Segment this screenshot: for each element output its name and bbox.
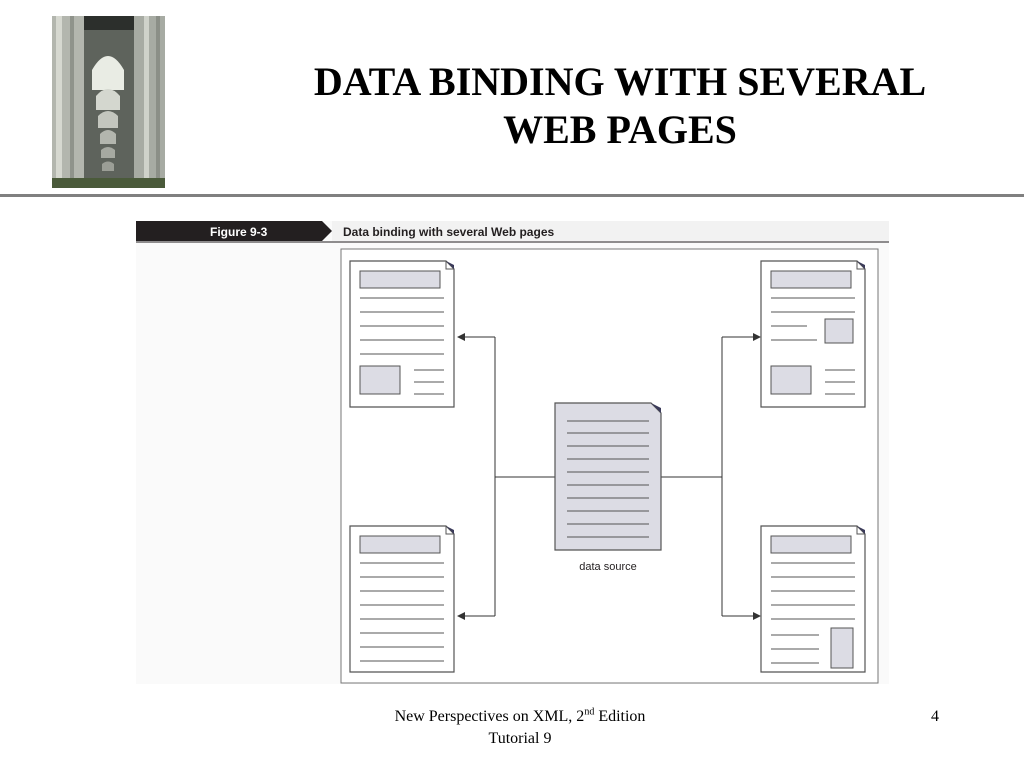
footer-line-1: New Perspectives on XML, 2nd Edition: [330, 706, 710, 728]
bridge-photo: [52, 16, 165, 188]
title-divider: [0, 194, 1024, 197]
slide-footer: New Perspectives on XML, 2nd Edition Tut…: [330, 706, 710, 750]
data-source-document: [554, 402, 662, 551]
footer-superscript: nd: [584, 706, 595, 718]
slide-title-line-2: WEB PAGES: [503, 107, 737, 152]
connector-lines: [457, 333, 761, 620]
web-page-top-right: [760, 260, 866, 408]
footer-book-title: New Perspectives on XML, 2: [394, 708, 585, 725]
footer-line-2: Tutorial 9: [488, 730, 552, 747]
figure-tag-banner: [136, 221, 332, 241]
footer-edition: Edition: [594, 708, 646, 725]
web-page-bottom-right: [760, 525, 866, 673]
data-source-label: data source: [579, 561, 636, 573]
web-page-top-left: [349, 260, 455, 408]
slide-title: DATA BINDING WITH SEVERAL WEB PAGES: [230, 58, 1010, 154]
page-number: 4: [931, 708, 939, 725]
slide-title-line-1: DATA BINDING WITH SEVERAL: [313, 59, 927, 104]
web-page-bottom-left: [349, 525, 455, 673]
figure-diagram: Figure 9-3 Data binding with several Web…: [136, 221, 889, 684]
figure-tag: Figure 9-3: [210, 225, 268, 239]
figure-caption: Data binding with several Web pages: [343, 225, 554, 239]
figure-caption-bar: [332, 221, 889, 241]
